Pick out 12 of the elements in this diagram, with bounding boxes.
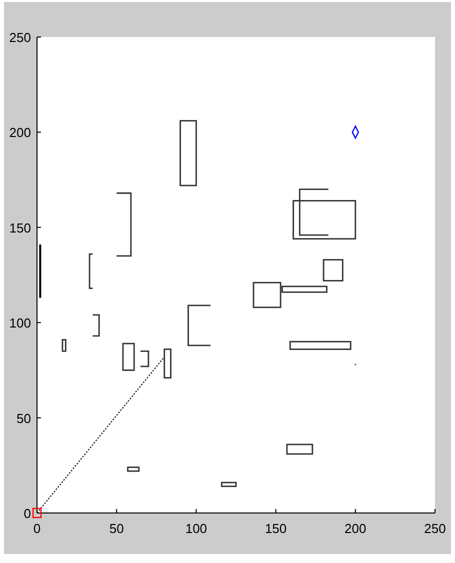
tick-label: 150 [264,521,287,536]
tick-label: 100 [9,316,31,331]
tick-label: 50 [109,521,124,536]
tick-label: 100 [185,521,208,536]
tick-label: 0 [33,521,41,536]
tick-label: 200 [9,125,31,140]
tick-label: 0 [24,506,31,521]
tick-label: 150 [9,220,31,236]
tick-label: 250 [424,521,446,536]
tick-label: 200 [344,521,366,536]
tick-label: 250 [9,30,31,45]
tick-label: 50 [16,410,31,426]
